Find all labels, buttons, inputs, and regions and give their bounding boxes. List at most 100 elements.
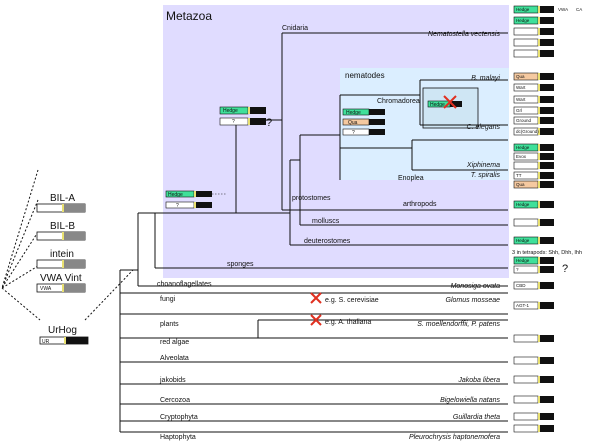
arch-hint-domain (540, 181, 554, 188)
arch-linker (538, 396, 540, 403)
metazoan-question-label: ? (176, 203, 179, 209)
arch-row: Hedge (513, 200, 554, 209)
arch-linker (538, 162, 540, 169)
arch-linker (538, 96, 540, 103)
species-pleurochrysis: Pleurochrysis haptonemofera (409, 434, 500, 441)
arch-hint-domain (540, 17, 554, 24)
arch-domain-label: Hedge (516, 7, 530, 12)
arch-hint-domain (540, 335, 554, 342)
nematode-qua-label: Qua (348, 120, 358, 126)
arch-extra-label: VWA (558, 7, 568, 12)
legend-label-ur: UR (42, 339, 50, 345)
arch-linker (538, 28, 540, 35)
arch-row: Ground (513, 116, 554, 125)
label-haptophyta: Haptophyta (160, 434, 196, 441)
arch-row: Hedge VWA CA (513, 5, 582, 14)
legend-label-vwa: VWA (40, 286, 52, 292)
arch-linker (538, 376, 540, 383)
arch-hint-domain (540, 107, 554, 114)
arch-hint-domain (540, 84, 554, 91)
arch-linker (538, 144, 540, 151)
bilaterian-ancestor-diagram (219, 106, 266, 126)
arch-linker (538, 50, 540, 57)
arch-hint-domain (540, 201, 554, 208)
arch-row: CBD (513, 281, 554, 290)
arch-row (513, 27, 554, 36)
arch-hint-domain (540, 376, 554, 383)
label-protostomes: protostomes (292, 195, 331, 202)
arch-row: dc(Ground) (513, 127, 554, 136)
nematode-question-label: ? (352, 130, 355, 136)
species-bigelowiella: Bigelowiella natans (440, 397, 500, 404)
label-cercozoa: Cercozoa (160, 397, 190, 404)
loss-cross-plants (310, 314, 322, 326)
arch-row: Qua (513, 180, 554, 189)
arch-row: Grl (513, 106, 554, 115)
arch-linker (538, 107, 540, 114)
species-xiphinema: Xiphinema (466, 162, 500, 169)
bilaterian-question-label: ? (232, 119, 235, 125)
arch-row (513, 161, 554, 170)
arch-extra-label: CA (576, 7, 582, 12)
legend-vwa-vint-bar (36, 283, 86, 293)
arch-n-domain (513, 424, 539, 433)
arch-n-domain (513, 375, 539, 384)
arch-linker (538, 266, 540, 273)
arch-hint-domain (540, 413, 554, 420)
arch-domain-label: Qua (516, 182, 525, 187)
arch-hint-domain (540, 96, 554, 103)
arch-hint-domain (540, 219, 554, 226)
arch-hint-domain (540, 172, 554, 179)
label-enoplea: Enoplea (398, 175, 424, 182)
arch-linker (538, 153, 540, 160)
nematode-ancestor-diagram (342, 108, 385, 136)
arch-linker (538, 257, 540, 264)
label-fungi: fungi (160, 296, 176, 303)
arch-linker (538, 39, 540, 46)
species-monosiga: Monosiga ovata (451, 283, 501, 290)
arch-domain-label: AGT-1 (516, 303, 530, 308)
arch-domain-label: Hedge (516, 238, 530, 243)
arch-n-domain (513, 356, 539, 365)
arch-domain-label: dc(Ground) (516, 129, 539, 134)
arch-domain-label: Hedge (516, 145, 530, 150)
arch-linker (538, 17, 540, 24)
bilaterian-hedge-label: Hedge (223, 108, 238, 114)
arch-domain-label: Wart (516, 97, 526, 102)
arch-domain-label: Wart (516, 85, 526, 90)
metazoan-ancestor-diagram (165, 190, 226, 209)
legend-connectors (1, 169, 134, 321)
loss-cross-c-elegans (443, 95, 457, 109)
label-chromadorea: Chromadorea (377, 98, 420, 105)
chromadorea-hedge-label: Hedge (430, 102, 445, 108)
legend-label-vwa-vint: VWA Vint (40, 273, 82, 284)
tree-branches (119, 32, 508, 433)
chromadorea-diagram (427, 100, 462, 108)
arch-linker (538, 413, 540, 420)
species-selaginella: S. moellendorffii, P. patens (417, 321, 500, 328)
legend-urhog-bar (39, 336, 89, 345)
species-b-malayi: B. malayi (471, 75, 500, 82)
arch-row: AGT-1 (513, 301, 554, 310)
legend-label-bil-b: BIL-B (50, 221, 75, 232)
arch-n-domain (513, 334, 539, 343)
arch-hint-domain (540, 73, 554, 80)
arch-linker (538, 282, 540, 289)
arch-linker (538, 84, 540, 91)
arch-domain-label: Evox (516, 154, 527, 159)
arch-row: Hedge (513, 236, 554, 245)
arch-domain-label: Hedge (516, 18, 530, 23)
arch-row: ? (513, 265, 554, 274)
chromadorea-subpanel (422, 87, 479, 129)
label-alveolata: Alveolata (160, 355, 189, 362)
label-plants: plants (160, 321, 179, 328)
arch-hint-domain (540, 396, 554, 403)
arch-domain-label: Grl (516, 108, 522, 113)
legend-intein-bar (36, 259, 86, 269)
arch-row: Qua (513, 72, 554, 81)
arch-hint-domain (540, 257, 554, 264)
arch-row (513, 412, 554, 421)
arch-linker (538, 73, 540, 80)
arch-row (513, 334, 554, 343)
